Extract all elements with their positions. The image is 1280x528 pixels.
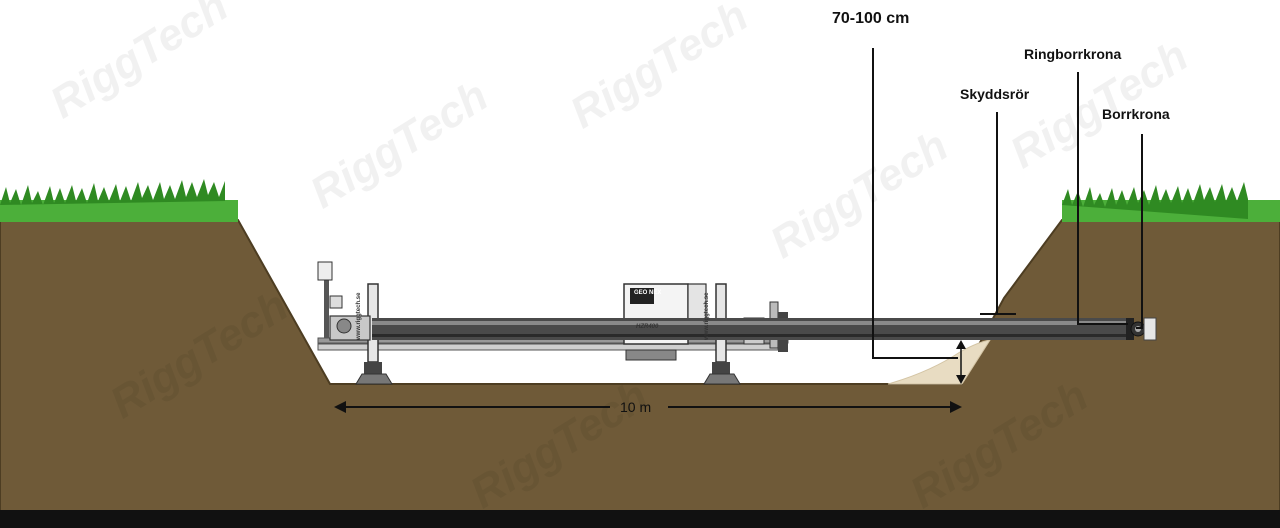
sand-pile bbox=[887, 339, 992, 385]
label-depth: 70-100 cm bbox=[832, 10, 910, 27]
machine-url-right: www.riggtech.se bbox=[704, 292, 710, 340]
grass-left bbox=[0, 179, 238, 222]
casing-pipe bbox=[372, 318, 1132, 340]
label-length: 10 m bbox=[620, 399, 652, 415]
label-bit: Borrkrona bbox=[1102, 106, 1170, 122]
length-arrow bbox=[334, 401, 962, 413]
machine-url-left: www.riggtech.se bbox=[356, 292, 362, 340]
label-casing: Skyddsrör bbox=[960, 86, 1030, 102]
label-ringbit: Ringborrkrona bbox=[1024, 46, 1122, 62]
machine-brand: GEO NEX bbox=[634, 290, 662, 296]
soil-ground bbox=[0, 219, 1280, 528]
bottom-bar bbox=[0, 510, 1280, 528]
callout-lines bbox=[872, 48, 1143, 359]
machine-model: HZR400 bbox=[636, 324, 659, 330]
depth-arrow bbox=[956, 340, 966, 384]
grass-right bbox=[1062, 182, 1280, 222]
